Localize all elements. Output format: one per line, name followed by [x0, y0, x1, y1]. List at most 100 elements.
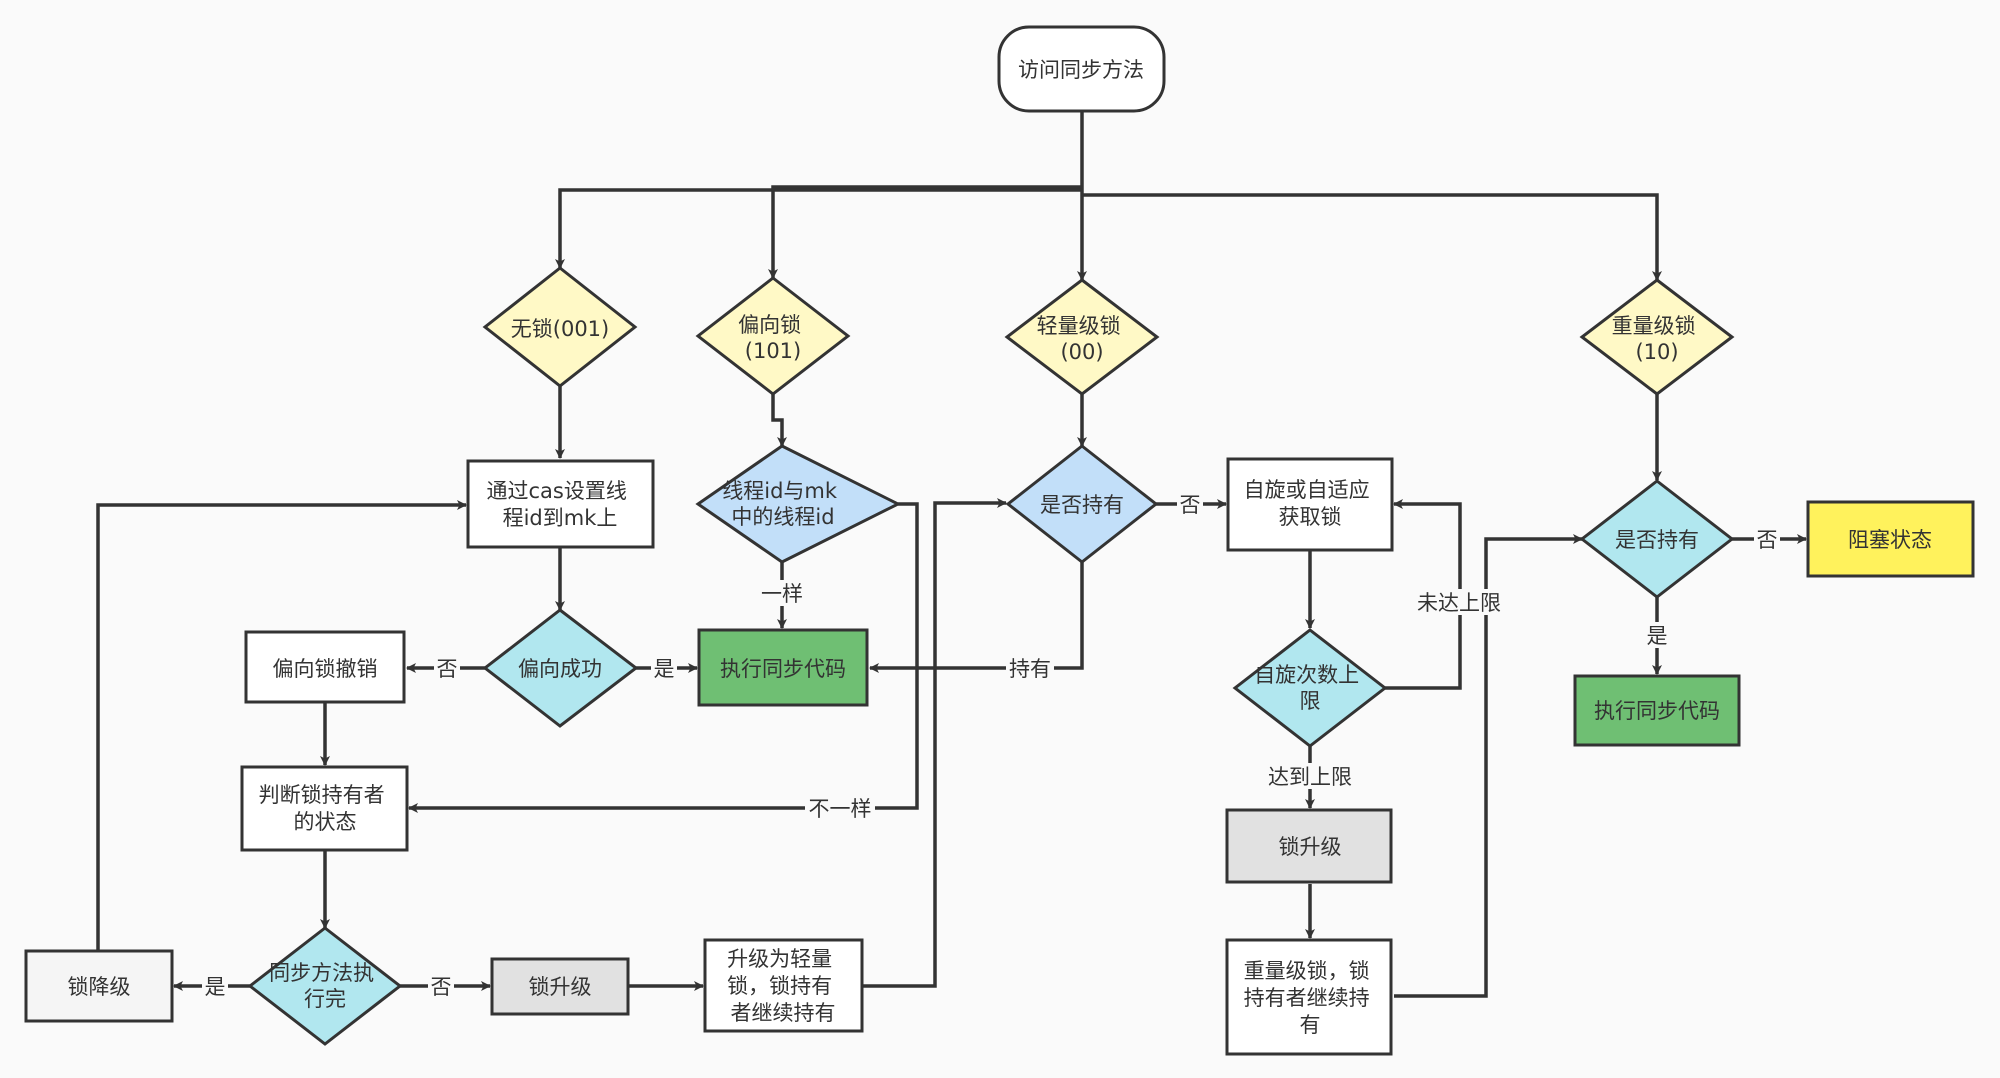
edge-labels: 否 是 是 否 一样 不一样 持有 否 未达上限 达到上限 否 是: [202, 491, 1780, 999]
process-execute-sync-code[interactable]: 执行同步代码: [697, 628, 869, 707]
svg-text:阻塞状态: 阻塞状态: [1848, 528, 1932, 552]
edge-label-same: 一样: [761, 582, 803, 606]
edge-label-yes: 是: [654, 657, 675, 681]
decision-label: 线程id与mk: [722, 479, 838, 503]
edge-label-hold: 持有: [1009, 657, 1051, 681]
decision-label: 中的线程id: [731, 505, 834, 529]
process-label: 的状态: [294, 810, 357, 834]
svg-text:执行同步代码: 执行同步代码: [1594, 699, 1720, 723]
edge-start-to-biased: [768, 185, 1082, 279]
edge-heavyhold-to-hold2: [1394, 534, 1583, 998]
edge-tid-to-judge: [408, 502, 919, 813]
svg-text:轻量级锁 (00): 轻量级锁 (00): [1037, 314, 1128, 364]
process-label: 锁升级: [529, 975, 592, 999]
state-blocked[interactable]: 阻塞状态: [1806, 500, 1975, 578]
state-label: 阻塞状态: [1848, 528, 1932, 552]
svg-text:锁升级: 锁升级: [529, 975, 592, 999]
process-label: 获取锁: [1279, 505, 1342, 529]
process-judge-holder-state[interactable]: 判断锁持有者 的状态: [240, 765, 409, 852]
edge-label-reach-limit: 达到上限: [1268, 765, 1352, 789]
svg-text:重量级锁 (10): 重量级锁 (10): [1612, 314, 1703, 364]
svg-text:同步方法执 行完: 同步方法执 行完: [269, 961, 381, 1011]
edge-label-not-reach-limit: 未达上限: [1417, 591, 1501, 615]
svg-text:升级为轻量 锁，锁持有 者继: 升级为轻量 锁，锁持有 者继续持有: [727, 947, 839, 1025]
decision-label: (101): [745, 339, 801, 363]
decision-label: 自旋次数上: [1254, 663, 1359, 687]
edge-label-no: 否: [1180, 493, 1201, 517]
edge-label-no: 否: [431, 975, 452, 999]
svg-text:自旋或自适应 获取锁: 自旋或自适应 获取锁: [1244, 478, 1377, 529]
svg-text:偏向锁 (101): 偏向锁 (101): [738, 313, 808, 363]
decision-label: 轻量级锁: [1037, 314, 1121, 338]
decision-is-held-heavy[interactable]: 是否持有: [1579, 479, 1735, 599]
svg-text:线程id与mk 中的线程id: 线程id与mk 中的线程id: [722, 479, 843, 529]
start-node[interactable]: 访问同步方法: [997, 25, 1166, 113]
process-label: 判断锁持有者: [259, 783, 385, 807]
decision-label: 是否持有: [1040, 493, 1124, 517]
edge-label-no: 否: [1757, 528, 1778, 552]
svg-text:自旋次数上 限: 自旋次数上 限: [1254, 663, 1366, 713]
process-label: 锁，锁持有: [727, 974, 832, 998]
process-label: 执行同步代码: [1594, 699, 1720, 723]
decision-label: 同步方法执: [269, 961, 374, 985]
svg-text:锁降级: 锁降级: [68, 975, 131, 999]
edge-start-to-heavy: [1082, 193, 1662, 281]
decision-label: 重量级锁: [1612, 314, 1696, 338]
process-label: 持有者继续持: [1244, 986, 1370, 1010]
decision-thread-id-match[interactable]: 线程id与mk 中的线程id: [695, 444, 902, 564]
process-label: 者继续持有: [731, 1001, 836, 1025]
decision-label: 是否持有: [1615, 528, 1699, 552]
edge-biased-to-tid: [771, 394, 787, 447]
decision-bias-success[interactable]: 偏向成功: [482, 608, 639, 728]
svg-text:判断锁持有者 的状态: 判断锁持有者 的状态: [259, 783, 392, 834]
svg-text:锁升级: 锁升级: [1279, 835, 1342, 859]
process-label: 有: [1300, 1013, 1321, 1037]
process-label: 锁升级: [1279, 835, 1342, 859]
svg-text:重量级锁，锁 持有者继续持: 重量级锁，锁 持有者继续持 有: [1244, 959, 1377, 1037]
decision-label: (00): [1060, 340, 1103, 364]
decision-sync-done[interactable]: 同步方法执 行完: [247, 926, 403, 1046]
svg-text:通过cas设置线 程id到mk上: 通过cas设置线 程id到mk上: [486, 479, 633, 530]
start-label: 访问同步方法: [1018, 58, 1144, 82]
decision-lightweight-lock[interactable]: 轻量级锁 (00): [1004, 278, 1160, 396]
process-cas-set-thread-id[interactable]: 通过cas设置线 程id到mk上: [466, 459, 655, 549]
decision-label: 行完: [304, 987, 346, 1011]
process-label: 执行同步代码: [720, 657, 846, 681]
process-label: 升级为轻量: [727, 947, 832, 971]
process-spin-acquire[interactable]: 自旋或自适应 获取锁: [1226, 457, 1394, 552]
edge-start-to-nolock: [555, 188, 1082, 269]
process-label: 通过cas设置线: [486, 479, 626, 503]
decision-heavyweight-lock[interactable]: 重量级锁 (10): [1579, 278, 1735, 396]
process-label: 自旋或自适应: [1244, 478, 1370, 502]
process-lock-upgrade-heavy[interactable]: 锁升级: [1225, 808, 1393, 884]
process-execute-sync-code-heavy[interactable]: 执行同步代码: [1573, 674, 1741, 747]
svg-text:是否持有: 是否持有: [1040, 493, 1124, 517]
decision-spin-limit[interactable]: 自旋次数上 限: [1232, 628, 1388, 748]
svg-text:访问同步方法: 访问同步方法: [1018, 58, 1144, 82]
edge-label-different: 不一样: [809, 797, 872, 821]
process-lock-upgrade-light[interactable]: 锁升级: [490, 957, 630, 1016]
process-label: 重量级锁，锁: [1244, 959, 1370, 983]
decision-label: 限: [1300, 689, 1321, 713]
decision-label: 偏向成功: [518, 657, 602, 681]
process-label: 偏向锁撤销: [273, 657, 378, 681]
decision-no-lock[interactable]: 无锁(001): [482, 266, 638, 388]
decision-label: 偏向锁: [738, 313, 801, 337]
process-upgrade-to-lightweight[interactable]: 升级为轻量 锁，锁持有 者继续持有: [703, 938, 864, 1033]
edge-tolight-to-hold: [862, 498, 1007, 988]
process-revoke-biased[interactable]: 偏向锁撤销: [244, 630, 406, 704]
svg-text:偏向成功: 偏向成功: [518, 657, 602, 681]
process-label: 锁降级: [68, 975, 131, 999]
edge-downgrade-to-cas: [96, 500, 467, 950]
decision-is-held[interactable]: 是否持有: [1005, 444, 1159, 564]
svg-text:执行同步代码: 执行同步代码: [720, 657, 846, 681]
process-heavy-holder-continue[interactable]: 重量级锁，锁 持有者继续持 有: [1225, 938, 1393, 1056]
decision-biased-lock[interactable]: 偏向锁 (101): [695, 276, 851, 396]
process-lock-downgrade[interactable]: 锁降级: [24, 949, 174, 1023]
edges: [96, 112, 1807, 998]
decision-label: 无锁(001): [511, 317, 609, 341]
edge-label-no: 否: [437, 657, 458, 681]
process-label: 程id到mk上: [503, 506, 618, 530]
edge-label-yes: 是: [1647, 624, 1668, 648]
